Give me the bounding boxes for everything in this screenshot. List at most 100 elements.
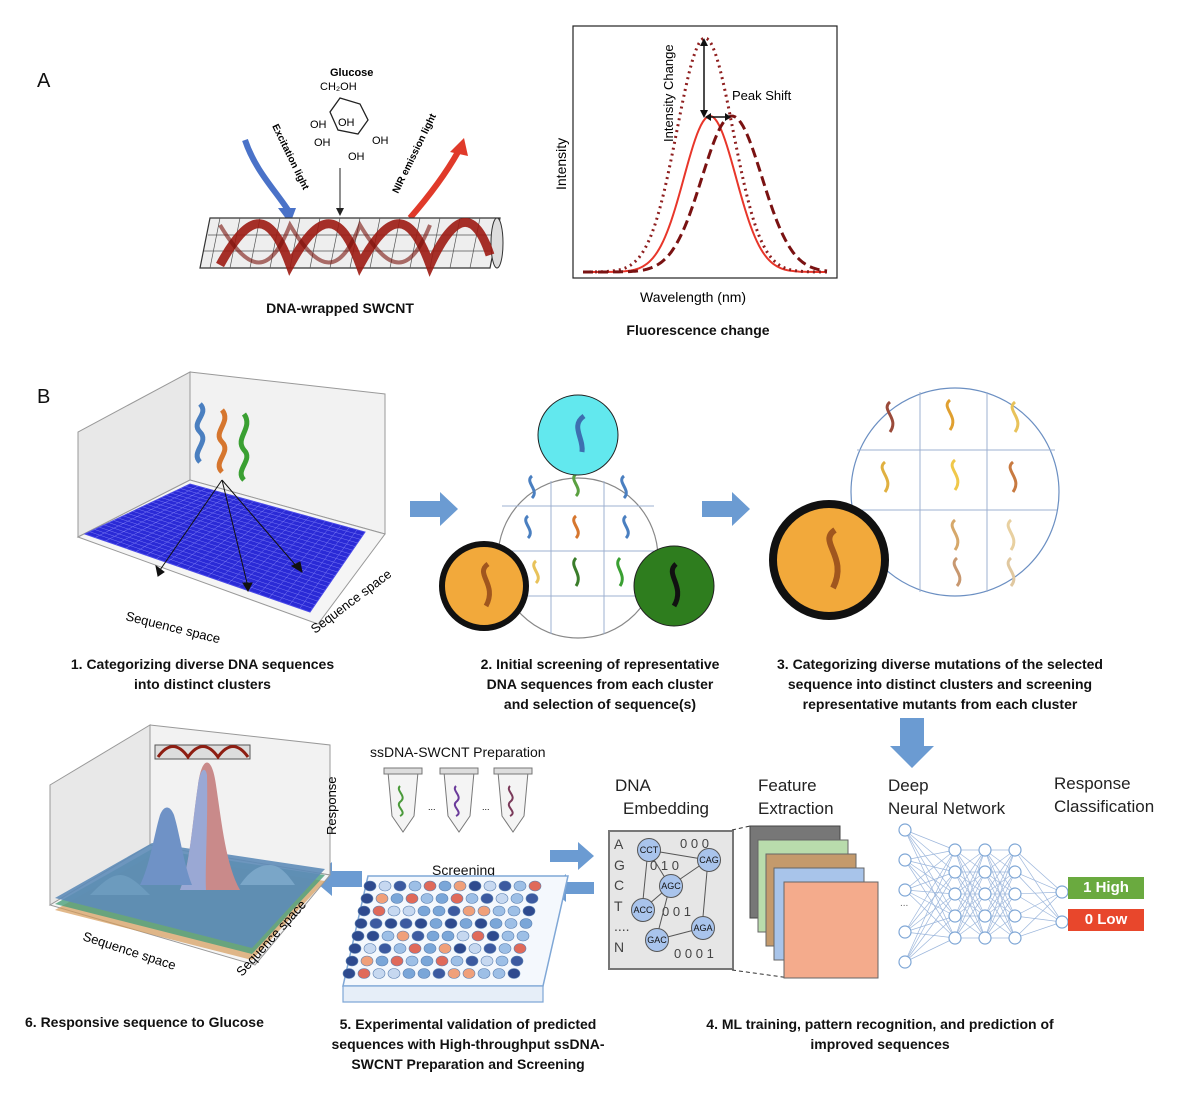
well — [447, 968, 461, 979]
well — [462, 905, 476, 917]
kmer-node-6: GAC — [645, 928, 669, 952]
kmer-node-5: AGA — [691, 916, 715, 940]
grid-line — [151, 501, 346, 562]
nn-edge — [954, 871, 986, 939]
nn-edge — [904, 889, 956, 895]
well — [375, 893, 389, 904]
nn-edge — [904, 859, 956, 917]
nn-edge — [904, 829, 956, 939]
well — [495, 955, 509, 967]
well — [399, 918, 413, 929]
nn-edge — [904, 889, 956, 917]
nn-edge — [904, 871, 956, 963]
excitation-label: Excitation light — [269, 122, 311, 192]
well — [378, 880, 392, 892]
well — [444, 918, 458, 929]
well — [384, 918, 398, 929]
well — [519, 918, 533, 929]
nn-edge — [1014, 921, 1063, 939]
nn-node — [1008, 931, 1022, 945]
excitation-arrow — [242, 139, 291, 212]
ml-network: ... — [731, 823, 1069, 979]
nn-node — [1008, 887, 1022, 901]
well — [510, 893, 524, 904]
plot-xlabel: Wavelength (nm) — [640, 289, 746, 305]
nn-edge — [904, 871, 956, 933]
nn-node — [1008, 865, 1022, 879]
well — [393, 880, 407, 892]
dna-helix-back — [218, 220, 432, 265]
emission-arrow — [407, 150, 461, 220]
axis-response: Response — [324, 776, 339, 835]
well — [450, 955, 464, 967]
nn-edge — [984, 849, 1016, 939]
feature-maps — [749, 825, 879, 979]
well — [462, 968, 476, 979]
well — [468, 880, 482, 892]
nn-edge — [904, 893, 956, 933]
step4-caption: 4. ML training, pattern recognition, and… — [706, 1016, 1054, 1052]
nn-edge — [1014, 849, 1063, 923]
well — [486, 930, 500, 942]
grid-line — [258, 520, 326, 595]
intensity-change-label: Intensity Change — [661, 44, 676, 142]
nn-node — [898, 883, 912, 897]
glucose-oh-4: OH — [314, 137, 331, 149]
well — [465, 893, 479, 904]
well — [504, 918, 518, 929]
nn-dots: ... — [900, 898, 908, 909]
well — [363, 880, 377, 892]
nn-edge — [904, 937, 956, 963]
kmer-node-1: CCT — [637, 838, 661, 862]
nn-edge — [904, 893, 956, 963]
cluster-circle — [497, 477, 659, 639]
well — [360, 955, 374, 967]
well — [450, 893, 464, 904]
fluorescence-plot: Intensity Wavelength (nm) Intensity Chan… — [553, 25, 838, 305]
swcnt-caption: DNA-wrapped SWCNT — [266, 300, 414, 316]
nn-node — [948, 931, 962, 945]
well — [507, 968, 521, 979]
prep-title: ssDNA-SWCNT Preparation — [370, 744, 546, 760]
well — [522, 905, 536, 917]
matrix-digits-row3: 0 0 1 — [662, 904, 691, 919]
glucose-oh-3: OH — [372, 135, 389, 147]
nn-node — [898, 955, 912, 969]
screening-label: Screening — [432, 862, 496, 878]
nn-edge — [904, 849, 956, 933]
sequence-space-3d: Sequence space Sequence space — [76, 371, 394, 646]
grid-line — [289, 527, 350, 606]
well — [516, 930, 530, 942]
cluster-rep-orange-selected — [439, 541, 529, 631]
nn-edge — [984, 893, 1016, 939]
well — [492, 905, 506, 917]
nn-edge — [1014, 891, 1063, 939]
well — [498, 943, 512, 954]
peak-shift-label: Peak Shift — [732, 88, 792, 103]
nn-edge — [904, 829, 956, 895]
nn-edge — [1014, 871, 1063, 923]
tube-1 — [383, 767, 423, 833]
nn-edge — [904, 871, 956, 891]
well — [426, 930, 440, 942]
projection-arrows — [155, 479, 303, 593]
flow-arrow-1-2 — [410, 492, 458, 526]
grid-line — [207, 509, 286, 577]
swcnt-illustration: Glucose CH₂OH OH OH OH OH OH Excitation … — [199, 67, 504, 277]
well — [501, 930, 515, 942]
nn-edge — [904, 849, 956, 963]
nn-edge — [1014, 893, 1063, 923]
well — [363, 943, 377, 954]
nn-edge — [1014, 915, 1063, 923]
well — [417, 905, 431, 917]
axis-sequence-space-x: Sequence space — [124, 608, 222, 646]
grid-line — [279, 525, 342, 602]
matrix-digits-row4: 0 0 0 1 — [674, 946, 714, 961]
nn-node — [1055, 915, 1069, 929]
well — [498, 880, 512, 892]
well — [477, 905, 491, 917]
wells — [342, 880, 542, 979]
